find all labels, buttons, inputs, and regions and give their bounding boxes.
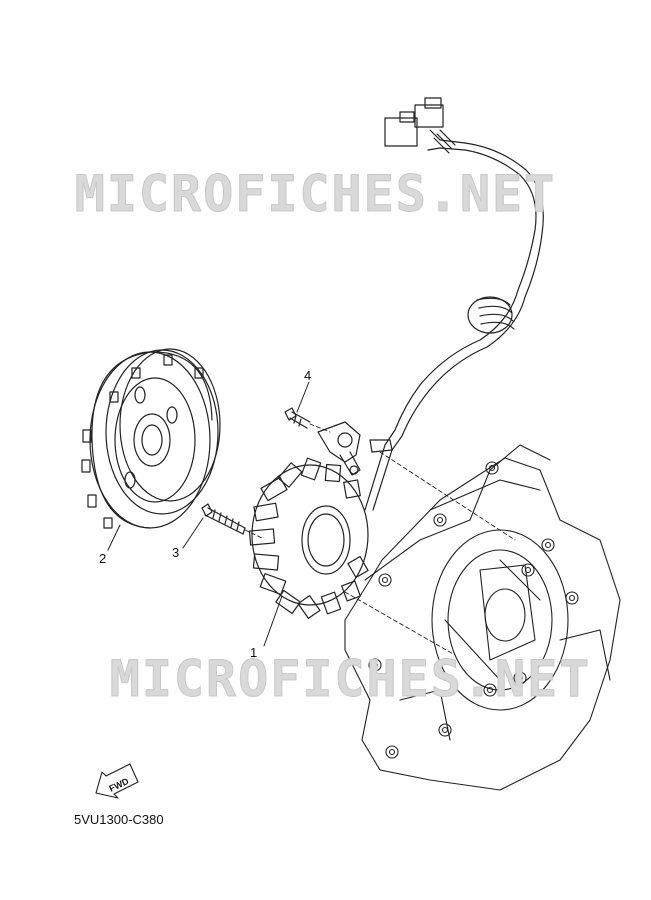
callout-1: 1 <box>250 645 258 660</box>
screw-drawing <box>284 407 311 429</box>
stator-drawing <box>248 457 369 619</box>
alignment-lines <box>244 423 516 656</box>
callout-3: 3 <box>172 545 180 560</box>
watermark-bottom: MICROFICHES.NET <box>109 650 592 709</box>
leader-lines <box>107 381 310 647</box>
watermark-top: MICROFICHES.NET <box>74 165 557 224</box>
crankcase-drawing <box>344 444 621 791</box>
flywheel-drawing <box>81 348 221 529</box>
fwd-arrow-icon: FWD <box>95 763 139 799</box>
wire-harness-drawing <box>317 97 544 511</box>
callout-2: 2 <box>99 551 107 566</box>
callout-4: 4 <box>304 368 312 383</box>
diagram-code: 5VU1300-C380 <box>74 812 164 827</box>
flywheel-bolt-drawing <box>201 503 246 535</box>
